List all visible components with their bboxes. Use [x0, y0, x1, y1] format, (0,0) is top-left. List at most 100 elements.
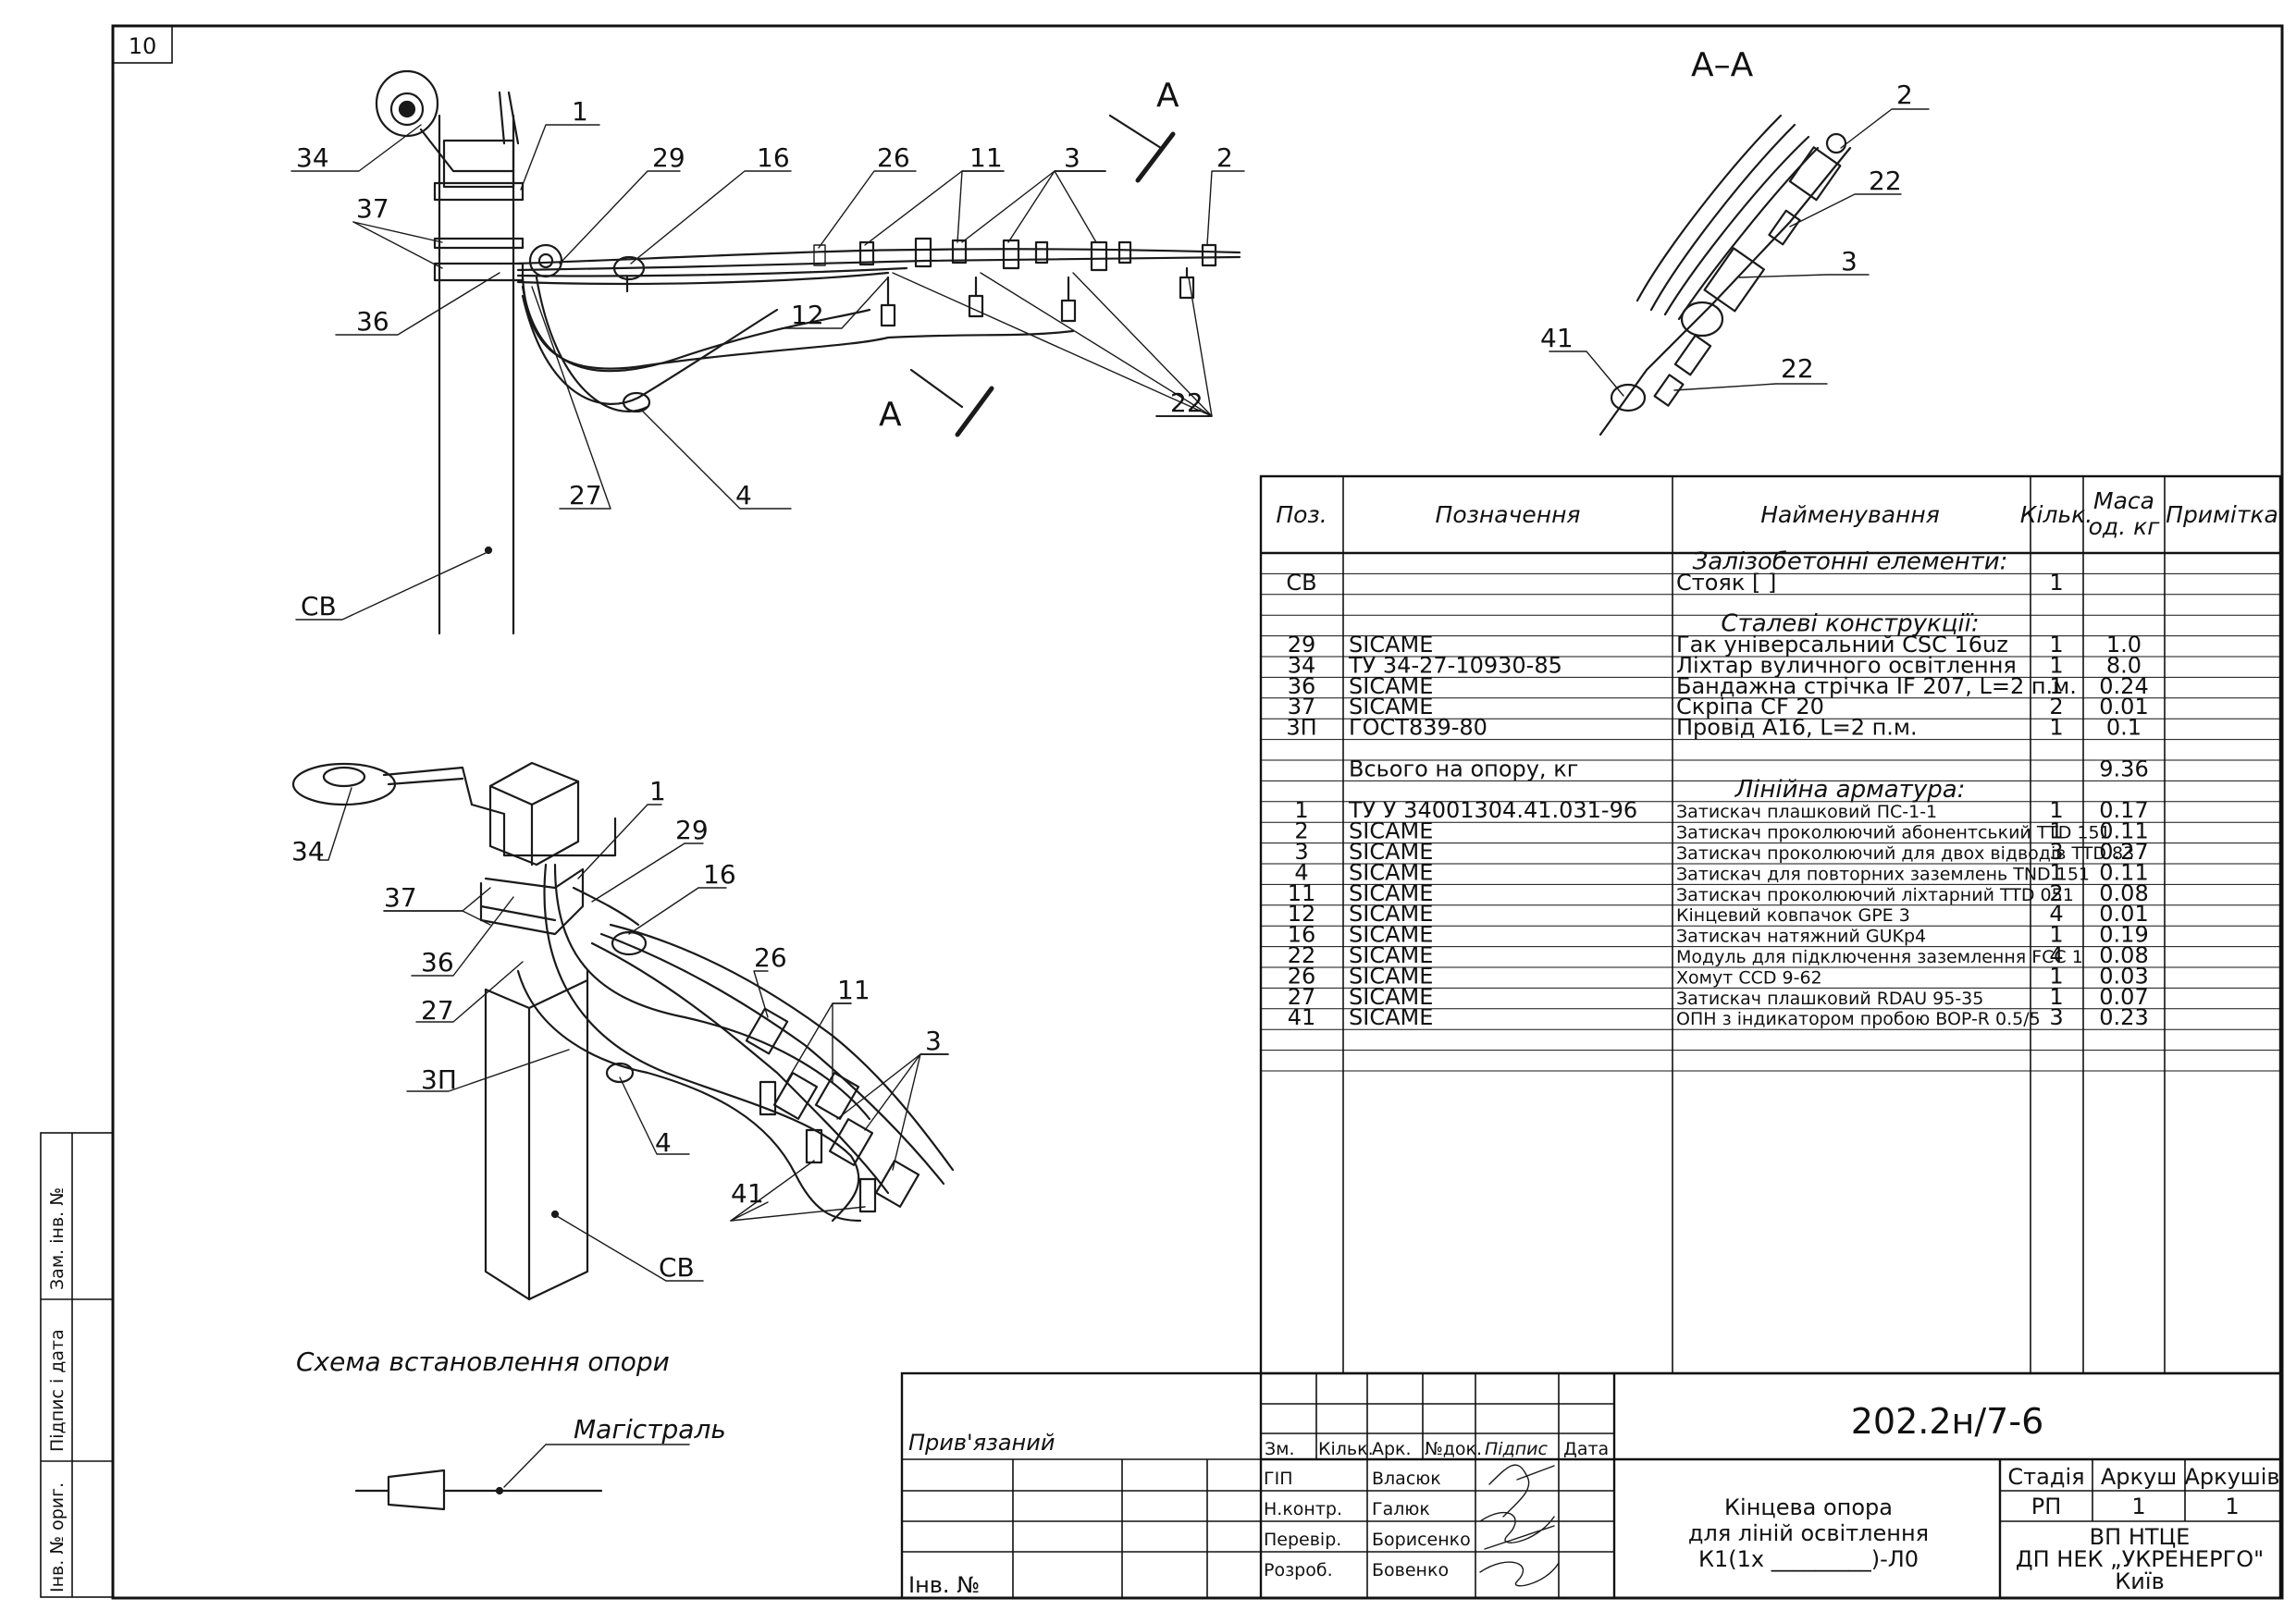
- hdr-pos: Поз.: [1276, 501, 1327, 528]
- title-line-3: К1(1х _________)-Л0: [1698, 1546, 1919, 1572]
- drawing-number: 202.2н/7-6: [1851, 1401, 2044, 1442]
- spec-cell-designation: SICAME: [1349, 694, 1433, 719]
- spec-cell-pos: 16: [1288, 922, 1316, 948]
- svg-text:34: 34: [291, 836, 325, 867]
- sig-role-4: Розроб.: [1264, 1560, 1333, 1580]
- spec-cell-pos: 29: [1288, 632, 1316, 658]
- svg-text:29: 29: [652, 142, 685, 173]
- spec-cell-pos: 26: [1288, 963, 1316, 989]
- svg-text:27: 27: [421, 995, 454, 1026]
- svg-text:1: 1: [572, 96, 588, 127]
- org-line-2: ДП НЕК „УКРЕНЕРГО": [2016, 1546, 2264, 1572]
- spec-cell-name: Модуль для підключення заземлення FCC 1: [1676, 947, 2083, 967]
- spec-cell-qty: 4: [2049, 942, 2063, 968]
- spec-cell-pos: 2: [1294, 818, 1308, 844]
- spec-cell-pos: 11: [1288, 880, 1316, 906]
- spec-cell-mass: 0.03: [2099, 963, 2148, 989]
- spec-cell-designation: Всього на опору, кг: [1349, 756, 1578, 781]
- spec-cell-qty: 1: [2049, 715, 2063, 741]
- spec-cell-pos: СВ: [1286, 570, 1316, 596]
- spec-cell-mass: 0.11: [2099, 818, 2148, 844]
- title-block: Прив'язаний Інв. № Зм. Кільк. Арк. №док.…: [900, 1371, 2282, 1600]
- svg-text:34: 34: [296, 142, 329, 173]
- sheet-number-box: [112, 25, 173, 64]
- sig-name-3: Борисенко: [1372, 1530, 1471, 1550]
- spec-cell-mass: 0.01: [2099, 901, 2148, 927]
- spec-cell-mass: 9.36: [2099, 756, 2148, 781]
- svg-text:22: 22: [1781, 353, 1814, 384]
- svg-text:36: 36: [356, 306, 389, 337]
- top-view-drawing: [375, 69, 1241, 635]
- hdr-mass-2: од. кг: [2089, 513, 2161, 540]
- svg-text:37: 37: [356, 193, 389, 224]
- spec-cell-pos: 12: [1288, 901, 1316, 927]
- spec-cell-qty: 1: [2049, 673, 2063, 699]
- svg-text:3: 3: [925, 1026, 942, 1056]
- privyazaniy-label: Прив'язаний: [908, 1430, 1055, 1456]
- spec-section-heading: Залізобетонні елементи:: [1693, 547, 2008, 575]
- section-arrow-letter-top: А: [1156, 77, 1179, 115]
- spec-cell-name: Стояк [ ]: [1676, 570, 1776, 596]
- spec-cell-mass: 0.11: [2099, 859, 2148, 885]
- spec-cell-mass: 0.17: [2099, 797, 2148, 823]
- hdr-note: Примітка: [2166, 501, 2278, 528]
- spec-cell-mass: 0.24: [2099, 673, 2148, 699]
- side-label-zam: Зам. інв. №: [47, 1187, 68, 1290]
- stage-hdr-1: Стадія: [2007, 1464, 2084, 1490]
- legend-symbol: [354, 1444, 690, 1511]
- spec-cell-designation: SICAME: [1349, 922, 1433, 948]
- legend-label: Магістраль: [574, 1414, 726, 1445]
- spec-cell-qty: 1: [2049, 963, 2063, 989]
- sig-name-4: Бовенко: [1372, 1560, 1449, 1580]
- spec-cell-mass: 0.27: [2099, 839, 2148, 865]
- svg-text:4: 4: [655, 1127, 672, 1158]
- svg-text:41: 41: [731, 1178, 764, 1209]
- svg-text:29: 29: [675, 815, 709, 845]
- spec-cell-name: Затискач плашковий ПС-1-1: [1676, 802, 1937, 822]
- svg-text:1: 1: [649, 776, 666, 806]
- spec-cell-name: Затискач проколюючий ліхтарний TTD 051: [1676, 885, 2074, 905]
- tb-col-ark: Арк.: [1372, 1439, 1412, 1459]
- spec-cell-qty: 3: [2049, 839, 2063, 865]
- spec-cell-designation: SICAME: [1349, 632, 1433, 658]
- side-label-inv-orig: Інв. № ориг.: [47, 1482, 68, 1592]
- top-view-callouts: 34 37 36 1 29 16 26 11 3 2 12 22 27 4 СВ…: [296, 77, 1233, 621]
- spec-cell-name: Бандажна стрічка IF 207, L=2 п.м.: [1676, 673, 2077, 699]
- svg-text:3: 3: [1841, 246, 1858, 277]
- spec-cell-pos: 3П: [1286, 715, 1316, 741]
- spec-cell-name: Затискач плашковий RDAU 95-35: [1676, 989, 1983, 1009]
- svg-text:16: 16: [703, 859, 736, 890]
- spec-cell-pos: 22: [1288, 942, 1316, 968]
- iso-view-callouts: 34 37 36 27 3П 1 29 16 26 11 3 4 41 СВ: [291, 776, 942, 1283]
- spec-cell-name: Провід А16, L=2 п.м.: [1676, 715, 1918, 741]
- spec-cell-name: Затискач для повторних заземлень TND 151: [1676, 864, 2090, 884]
- sheet-number: 10: [129, 33, 157, 59]
- sig-role-3: Перевір.: [1264, 1530, 1341, 1550]
- title-line-1: Кінцева опора: [1724, 1494, 1893, 1520]
- spec-cell-name: Ліхтар вуличного освітлення: [1676, 652, 2017, 678]
- spec-cell-name: Гак універсальний CSC 16uz: [1676, 632, 2008, 658]
- tb-col-data: Дата: [1563, 1439, 1609, 1459]
- left-binding-strip: Зам. інв. № Підпис і дата Інв. № ориг.: [40, 1132, 114, 1598]
- svg-text:41: 41: [1540, 323, 1574, 353]
- spec-cell-mass: 0.08: [2099, 880, 2148, 906]
- spec-cell-mass: 0.23: [2099, 1004, 2148, 1030]
- title-line-2: для ліній освітлення: [1688, 1520, 1929, 1546]
- spec-cell-qty: 2: [2049, 880, 2063, 906]
- svg-text:11: 11: [969, 142, 1003, 173]
- svg-text:11: 11: [837, 975, 870, 1005]
- spec-cell-qty: 4: [2049, 901, 2063, 927]
- spec-cell-mass: 0.08: [2099, 942, 2148, 968]
- spec-cell-qty: 2: [2049, 694, 2063, 719]
- spec-cell-mass: 0.01: [2099, 694, 2148, 719]
- spec-cell-pos: 4: [1294, 859, 1308, 885]
- spec-cell-name: ОПН з індикатором пробою BOP-R 0.5/5: [1676, 1009, 2041, 1029]
- scheme-caption: Схема встановлення опори: [296, 1346, 670, 1377]
- spec-table: Поз. Позначення Найменування Кільк. Маса…: [1259, 474, 2282, 1375]
- org-line-1: ВП НТЦЕ: [2090, 1524, 2191, 1550]
- svg-text:12: 12: [791, 300, 824, 330]
- spec-cell-qty: 3: [2049, 1004, 2063, 1030]
- side-label-pidpys: Підпис і дата: [47, 1329, 68, 1452]
- svg-text:2: 2: [1896, 80, 1913, 110]
